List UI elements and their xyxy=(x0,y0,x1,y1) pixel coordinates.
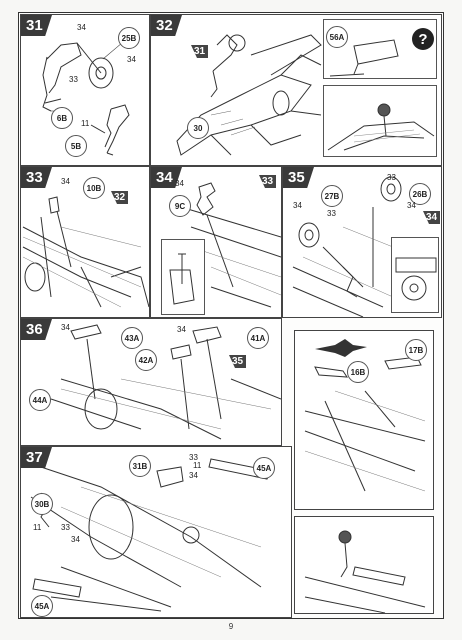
part-num: 11 xyxy=(81,119,90,128)
inset-pylon-detail xyxy=(161,239,205,315)
landing-gear-drawing xyxy=(42,36,130,156)
step-number: 31 xyxy=(21,15,52,36)
part-callout: 43A xyxy=(121,327,143,349)
part-num: 34 xyxy=(189,471,198,480)
part-num: 34 xyxy=(293,201,302,210)
part-num: 34 xyxy=(61,323,70,332)
aircraft-silhouette-drawing xyxy=(304,339,426,492)
pylon-part-drawing xyxy=(180,182,281,308)
part-callout: 27B xyxy=(321,185,343,207)
part-num: 11 xyxy=(33,523,42,532)
part-num: 33 xyxy=(189,453,198,462)
pylon-detail-drawing xyxy=(169,253,195,305)
step-37-panel: 37 31B 33 11 34 45A 30B 11 xyxy=(20,446,292,618)
canopy-part-drawing xyxy=(329,39,399,77)
step-35-panel: 35 34 27B 33 33 26B 34 34 xyxy=(282,166,442,318)
step-34-panel: 34 34 9C 33 xyxy=(150,166,282,318)
part-num: 33 xyxy=(69,75,78,84)
part-num: 34 xyxy=(175,179,184,188)
part-callout: 31B xyxy=(129,455,151,477)
step-number: 37 xyxy=(21,447,52,468)
part-callout: 17B xyxy=(405,339,427,361)
step-number: 32 xyxy=(151,15,182,36)
help-icon: ? xyxy=(412,28,434,50)
step-36-side-panel: 16B 17B xyxy=(294,330,434,510)
step-31-panel: 31 34 25B 34 33 6B 11 5B xyxy=(20,14,150,166)
part-callout: 42A xyxy=(135,349,157,371)
part-callout: 44A xyxy=(29,389,51,411)
underwing-stores-drawing xyxy=(50,324,281,440)
part-callout: 45A xyxy=(31,595,53,617)
step-number: 33 xyxy=(21,167,52,188)
part-callout: 30B xyxy=(31,493,53,515)
part-num: 11 xyxy=(193,461,202,470)
inset-cockpit xyxy=(323,85,437,157)
part-callout: 5B xyxy=(65,135,87,157)
step-number: 36 xyxy=(21,319,52,340)
main-gear-drawing xyxy=(30,458,272,612)
part-callout: 26B xyxy=(409,183,431,205)
page-number: 9 xyxy=(228,622,234,631)
step-32-panel: 32 31 30 xyxy=(150,14,442,166)
part-callout: 16B xyxy=(347,361,369,383)
step-33-panel: 33 34 10B 32 xyxy=(20,166,150,318)
part-num: 34 xyxy=(127,55,136,64)
part-callout: 45A xyxy=(253,457,275,479)
part-num: 34 xyxy=(61,177,70,186)
step-36-panel: 36 34 43A 44A 34 41A 42A 3 xyxy=(20,318,282,446)
part-callout: 30 xyxy=(187,117,209,139)
wheel-assembly-drawing xyxy=(292,176,402,317)
part-callout: 56A xyxy=(326,26,348,48)
part-num: 34 xyxy=(77,23,86,32)
part-callout: 41A xyxy=(247,327,269,349)
part-num: 34 xyxy=(71,535,80,544)
part-callout: 9C xyxy=(169,195,191,217)
step-number: 34 xyxy=(151,167,182,188)
step-number: 35 xyxy=(283,167,314,188)
step-37-side-panel: 36 xyxy=(294,516,434,614)
part-num: 34 xyxy=(177,325,186,334)
gear-door-drawing xyxy=(304,530,426,613)
cockpit-detail-drawing xyxy=(327,103,435,151)
inset-canopy: 56A ? xyxy=(323,19,437,79)
gear-detail-drawing xyxy=(395,257,437,301)
part-num: 34 xyxy=(407,201,416,210)
part-callout: 10B xyxy=(83,177,105,199)
part-num: 33 xyxy=(387,173,396,182)
inset-gear-detail xyxy=(391,237,439,313)
part-num: 33 xyxy=(61,523,70,532)
part-num: 33 xyxy=(327,209,336,218)
wing-pylon-drawing xyxy=(22,196,149,308)
part-callout: 6B xyxy=(51,107,73,129)
part-callout: 25B xyxy=(118,27,140,49)
